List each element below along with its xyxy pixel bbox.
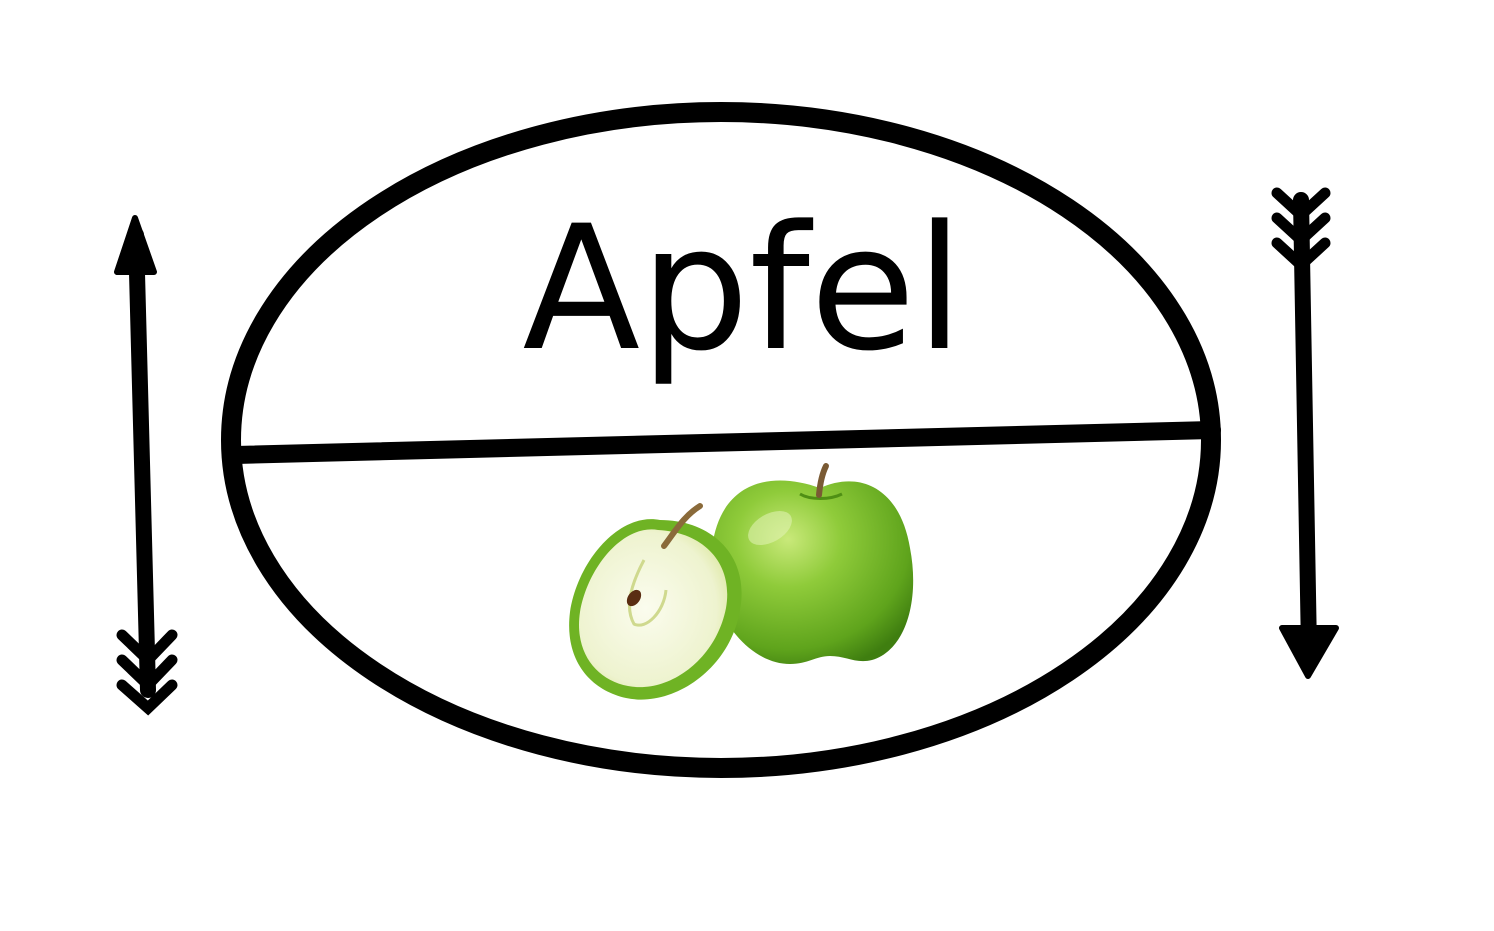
green-apple-icon <box>569 463 914 700</box>
down-arrow-icon <box>1271 187 1339 679</box>
word-label: Apfel <box>522 188 963 389</box>
divider-line <box>227 421 1221 464</box>
halved-apple <box>569 503 742 700</box>
card-oval <box>221 102 1221 778</box>
whole-apple <box>711 463 914 664</box>
up-arrow-icon <box>114 215 178 716</box>
